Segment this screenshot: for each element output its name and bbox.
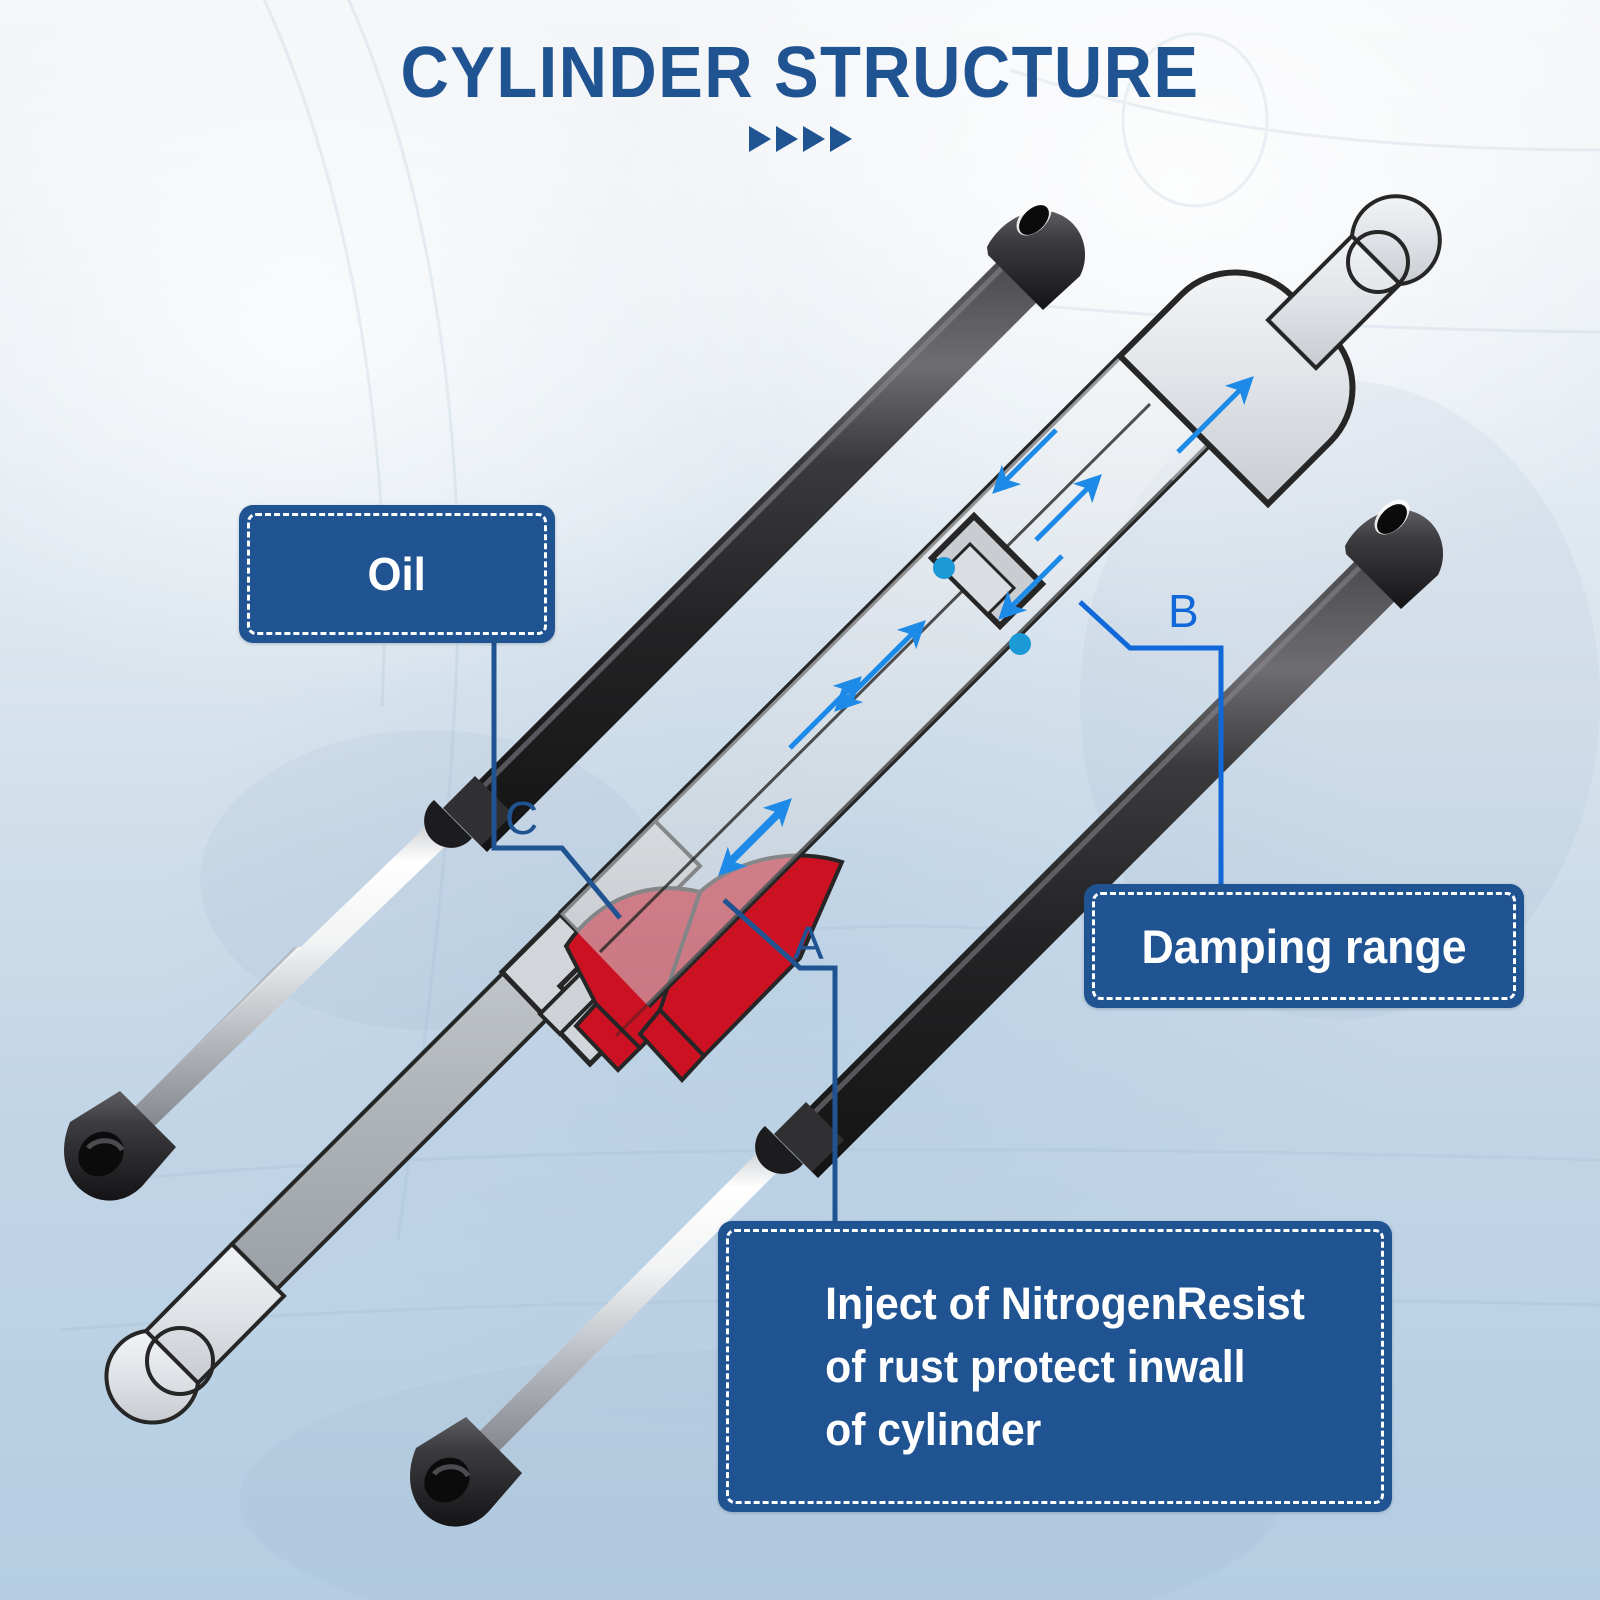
cutaway-diagram	[104, 194, 1442, 1425]
flow-arrow-9	[726, 798, 792, 864]
eyelet-end-fitting	[104, 1241, 287, 1425]
callout-nitrogen-line-1: Inject of NitrogenResist	[825, 1278, 1306, 1329]
title-block: CYLINDER STRUCTURE	[0, 33, 1600, 152]
page-title: CYLINDER STRUCTURE	[400, 33, 1200, 113]
leader-b	[1078, 600, 1224, 884]
leader-lines-accent	[1078, 600, 1224, 884]
callout-damping-label: Damping range	[1141, 919, 1467, 973]
chevron-right-icon	[775, 125, 798, 152]
callout-nitrogen-text: Inject of NitrogenResist of rust protect…	[786, 1272, 1325, 1461]
end-fitting-2	[1345, 499, 1444, 609]
leader-a	[722, 898, 838, 1221]
flow-arrows	[718, 376, 1254, 876]
marker-b: B	[1168, 585, 1199, 637]
flow-arrow-2	[998, 554, 1064, 620]
oring-dot-lower	[1009, 633, 1031, 655]
callout-nitrogen-line-2: of rust protect inwall	[825, 1341, 1246, 1392]
callout-nitrogen-line-3: of cylinder	[825, 1404, 1042, 1455]
leader-lines	[491, 643, 838, 1221]
ball-socket-fitting-2	[410, 1417, 522, 1527]
flow-arrow-7	[788, 676, 862, 750]
chevron-right-icon	[802, 125, 825, 152]
oring-dot-upper	[933, 557, 955, 579]
callout-oil-label: Oil	[367, 548, 427, 600]
marker-c: C	[505, 792, 539, 844]
marker-a: A	[793, 917, 824, 969]
chevron-right-icon	[748, 125, 771, 152]
end-fitting-1	[987, 200, 1086, 310]
callout-oil: Oil	[239, 505, 555, 643]
strut-upper-left	[64, 200, 1086, 1201]
flow-arrow-1	[1176, 376, 1254, 454]
flow-arrow-3	[1034, 474, 1102, 542]
strut-lower-right	[410, 499, 1444, 1527]
callout-nitrogen: Inject of NitrogenResist of rust protect…	[718, 1221, 1392, 1512]
chevron-right-icon	[829, 125, 852, 152]
callout-damping-range: Damping range	[1084, 884, 1524, 1008]
flow-arrow-4	[992, 428, 1058, 494]
ball-socket-fitting-1	[64, 1091, 176, 1201]
flow-arrow-6	[858, 620, 926, 688]
chevron-arrows	[0, 125, 1600, 152]
